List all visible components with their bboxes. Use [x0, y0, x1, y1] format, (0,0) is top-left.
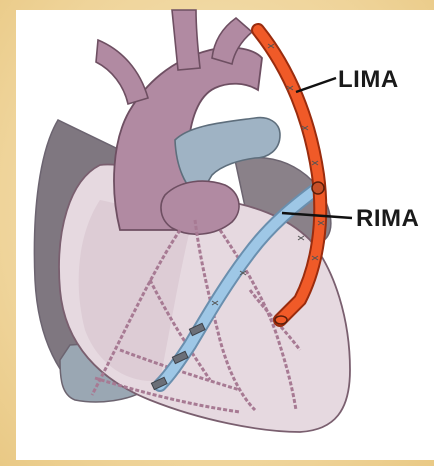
lima-anastomosis: [275, 316, 287, 324]
lima-leader-line: [296, 78, 336, 92]
lima-label: LIMA: [338, 66, 399, 94]
aortic-branch-2: [172, 10, 200, 70]
rima-label: RIMA: [356, 205, 419, 233]
lima-clip: [312, 182, 324, 194]
aortic-branch-1: [96, 40, 148, 104]
left-atrium: [161, 181, 239, 234]
